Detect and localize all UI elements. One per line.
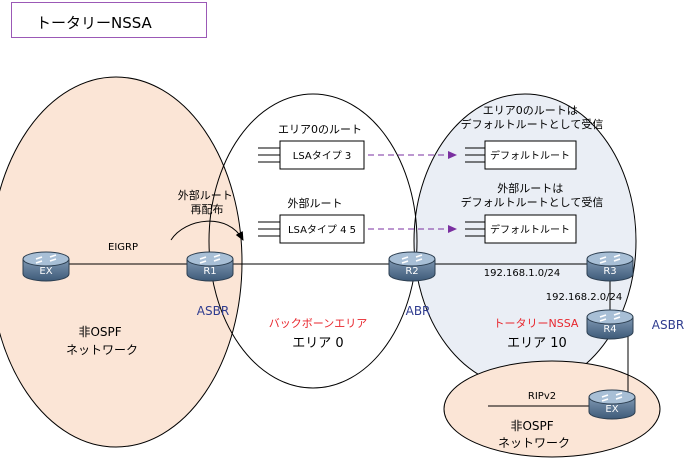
router-r1-label: R1 [203,266,216,277]
lsa3-box [258,140,365,170]
router-r4-label: R4 [603,324,616,335]
link-eigrp-label: EIGRP [108,242,138,253]
link-r3-r4-label: 192.168.2.0/24 [546,292,623,303]
router-ex-left: EX [22,251,70,282]
non-ospf-left-label: 非OSPF ネットワーク [66,325,138,357]
lsa45-box [258,214,365,244]
external-route-label: 外部ルート [288,196,343,210]
area0-route-label: エリア0のルート [278,123,362,136]
router-r3-label: R3 [603,266,616,277]
redistribution-arrow [170,220,244,241]
router-r2: R2 [388,251,436,282]
lsa45-label: LSAタイプ 4 5 [288,224,356,236]
router-r4: R4 [586,309,634,340]
backbone-area-id: エリア 0 [292,336,343,351]
r2-role-label: ABR [406,304,431,318]
lsa3-label: LSAタイプ 3 [293,150,352,162]
router-r3: R3 [586,251,634,282]
non-ospf-area-right [443,360,661,458]
default-route-box-2 [465,214,577,244]
redistribution-label: 外部ルート 再配布 [178,188,237,216]
non-ospf-right-label: 非OSPF ネットワーク [498,419,570,450]
non-ospf-area-left [0,76,243,448]
default-route-box-1 [465,140,577,170]
link-r2-r3-label: 192.168.1.0/24 [484,268,561,279]
backbone-area [208,93,418,389]
router-r2-label: R2 [405,266,418,277]
nssa-note-2: 外部ルートは デフォルトルートとして受信 [461,181,604,209]
nssa-note-1: エリア0のルートは デフォルトルートとして受信 [461,104,604,131]
default-route-label-2: デフォルトルート [490,223,570,236]
router-ex-right-label: EX [605,404,618,415]
router-r1: R1 [186,251,234,282]
nssa-area-id: エリア 10 [507,336,567,351]
nssa-area-name: トータリーNSSA [494,317,579,330]
backbone-area-name: バックボーンエリア [269,317,367,330]
default-route-label-1: デフォルトルート [490,149,570,162]
r1-role-label: ASBR [197,304,229,318]
router-ex-left-label: EX [39,266,52,277]
router-ex-right: EX [588,389,636,420]
page-title: トータリーNSSA [36,14,152,32]
link-ripv2-label: RIPv2 [528,391,556,402]
r4-role-label: ASBR [652,318,684,332]
title-box: トータリーNSSA [11,2,207,38]
